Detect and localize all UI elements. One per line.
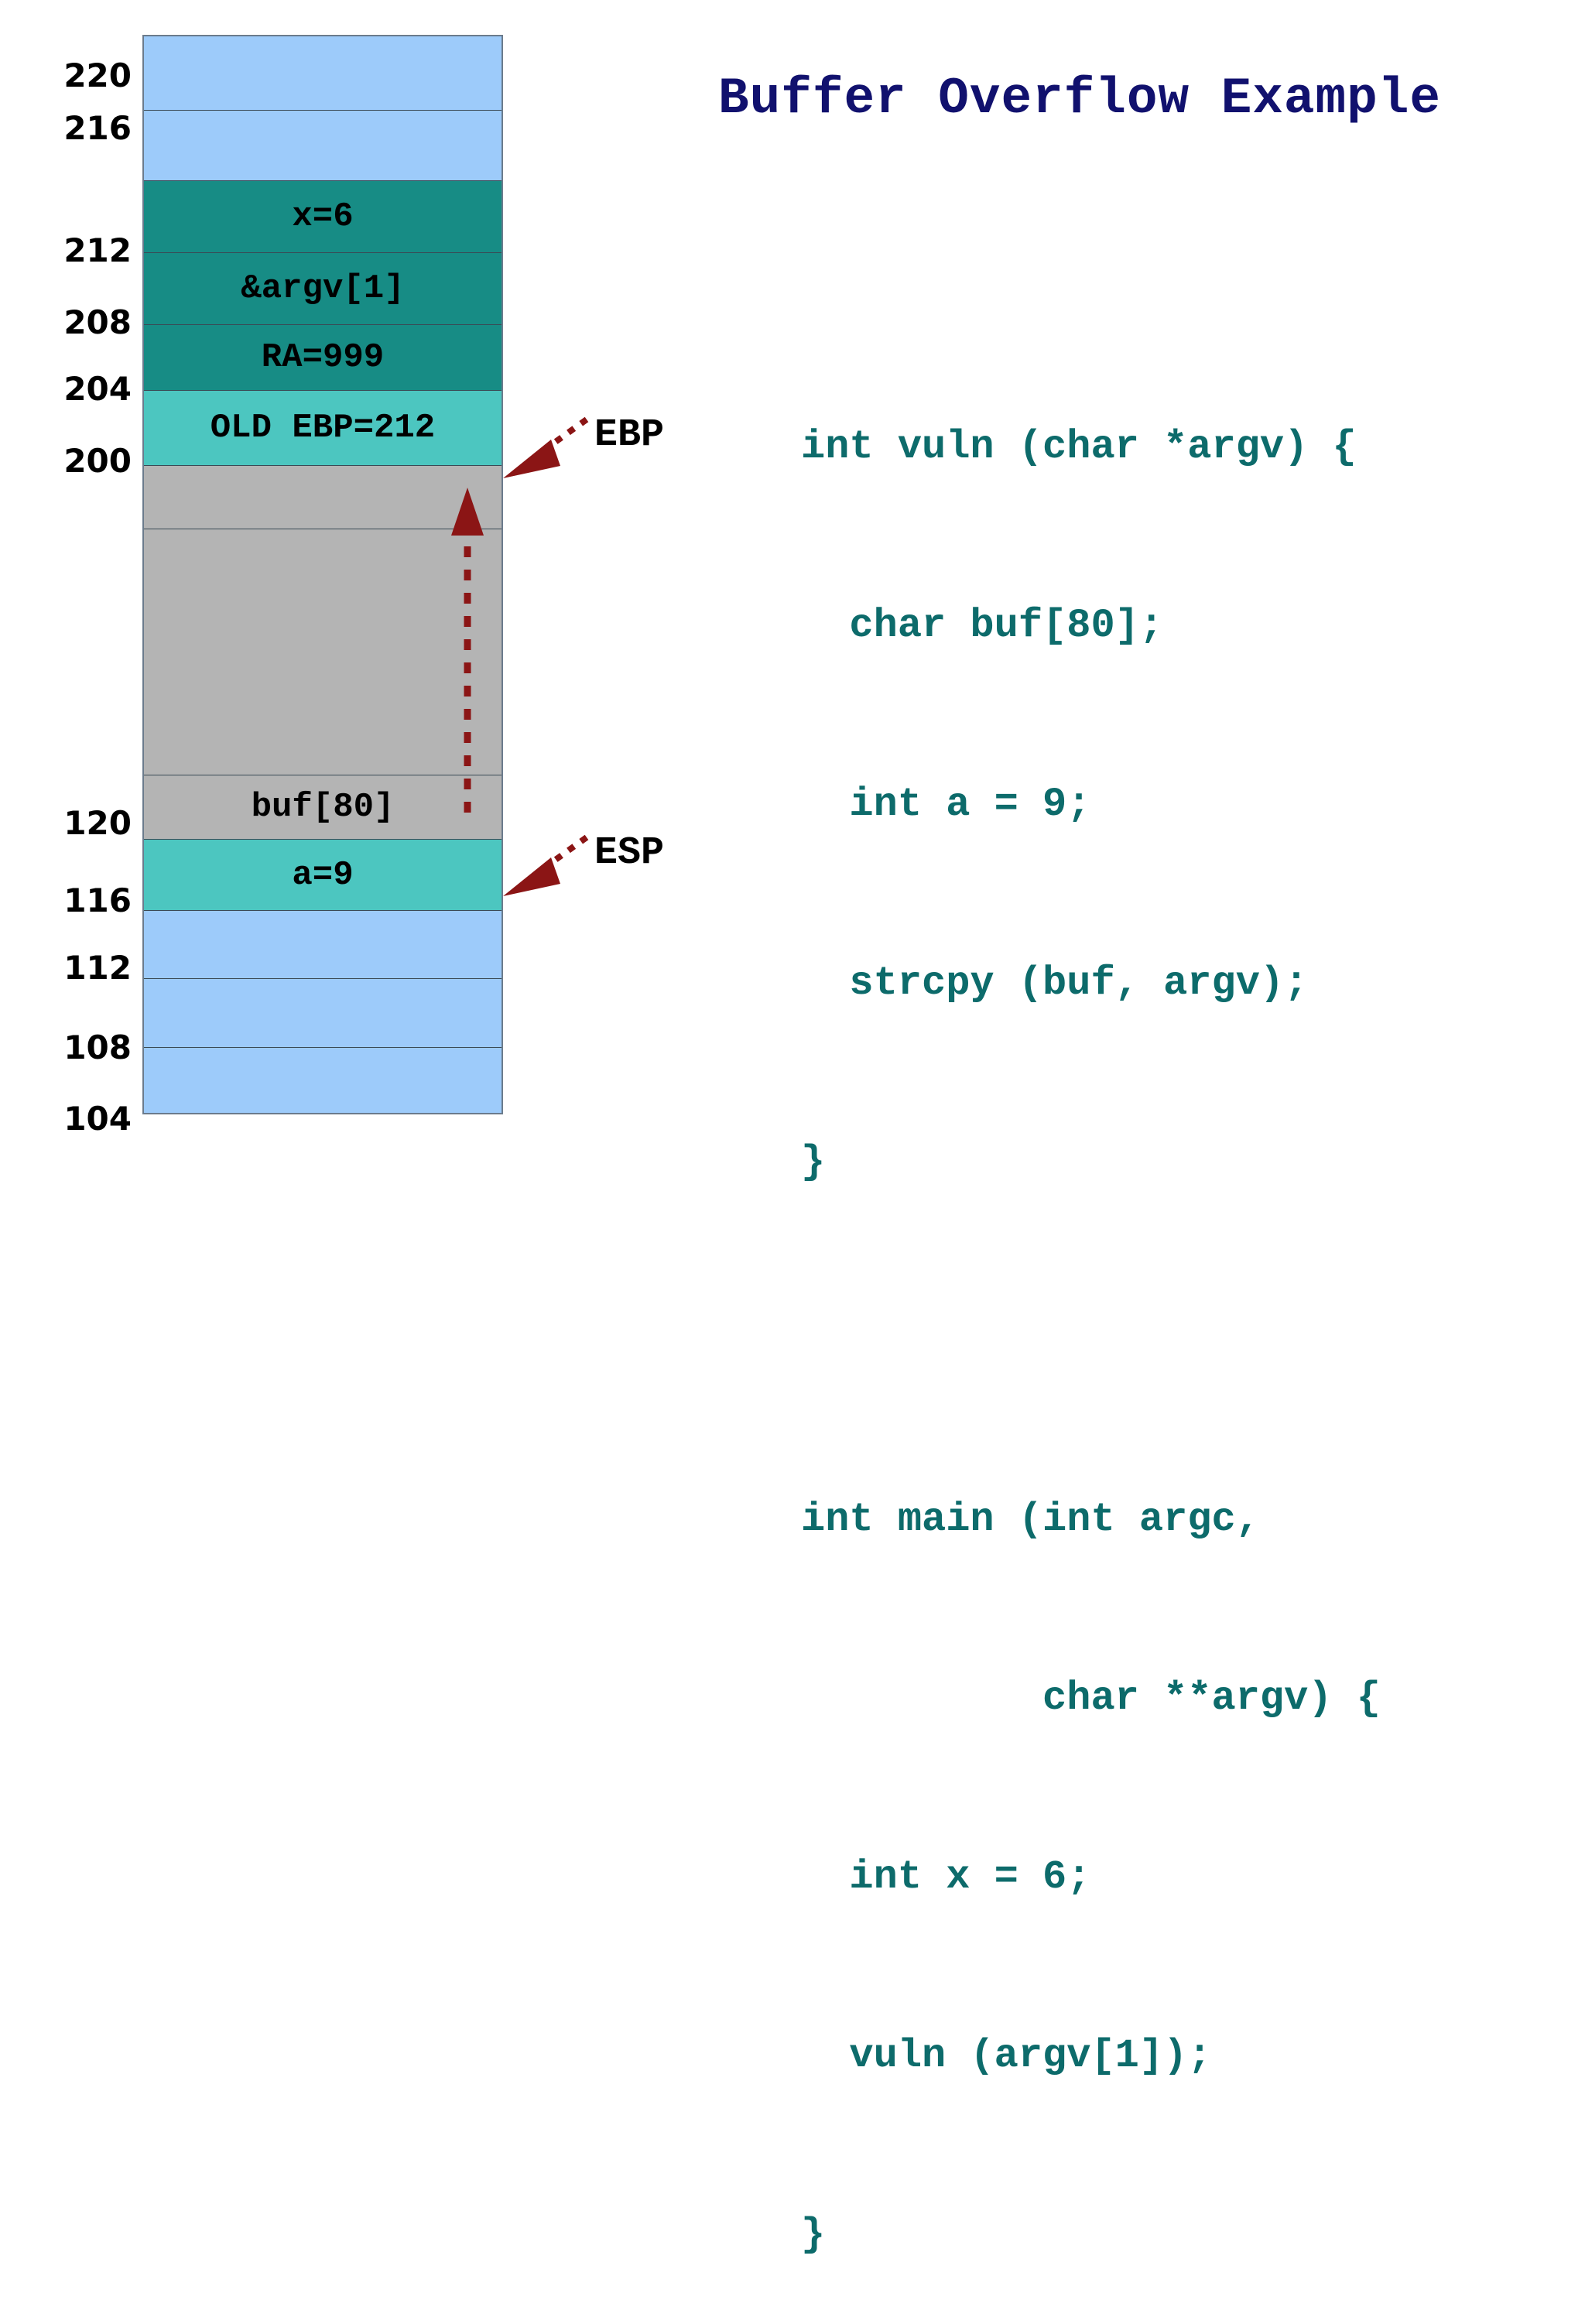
tick-label-112: 112 (63, 949, 132, 987)
code-line-2: char buf[80]; (801, 603, 1164, 649)
esp-pointer: ESP (503, 827, 720, 896)
tick-label-108: 108 (63, 1029, 132, 1066)
code-line-1: int vuln (char *argv) { (801, 424, 1357, 470)
stack-cell-blank-top-2 (144, 111, 502, 181)
address-axis: 220 216 212 208 204 200 120 116 112 108 … (15, 0, 132, 1188)
code-line-3: int a = 9; (801, 782, 1091, 827)
stack-cell-old-ebp: OLD EBP=212 (144, 391, 502, 466)
tick-label-208: 208 (63, 303, 132, 341)
stack-cell-blank-bot-2 (144, 979, 502, 1048)
stack-cell-buf: buf[80] (144, 775, 502, 840)
stack-cell-buffer-body (144, 529, 502, 775)
buffer-growth-arrow (451, 488, 484, 813)
stack-diagram: 220 216 212 208 204 200 120 116 112 108 … (0, 0, 664, 1188)
stack-cell-argv-ptr: &argv[1] (144, 253, 502, 325)
tick-label-212: 212 (63, 231, 132, 269)
tick-label-220: 220 (63, 56, 132, 94)
code-listing: int vuln (char *argv) { char buf[80]; in… (801, 298, 1381, 2324)
stack-cell-return-addr: RA=999 (144, 325, 502, 391)
stack-cell-blank-top-1 (144, 36, 502, 111)
ebp-label: EBP (594, 413, 665, 457)
code-line-10: vuln (argv[1]); (801, 2033, 1212, 2079)
tick-label-116: 116 (63, 881, 132, 919)
esp-label: ESP (594, 831, 665, 875)
stack-cell-buffer-pad (144, 466, 502, 529)
tick-label-200: 200 (63, 442, 132, 480)
stack-cell-blank-bot-3 (144, 1048, 502, 1113)
page-title: Buffer Overflow Example (718, 70, 1441, 128)
code-line-4: strcpy (buf, argv); (801, 960, 1309, 1006)
stack-cell-blank-bot-1 (144, 911, 502, 979)
tick-label-216: 216 (63, 109, 132, 147)
ebp-arrow-icon (503, 416, 589, 478)
code-line-11: } (801, 2212, 826, 2257)
tick-label-120: 120 (63, 804, 132, 842)
memory-column: x=6 &argv[1] RA=999 OLD EBP=212 buf[80] … (142, 35, 503, 1114)
code-line-7: int main (int argc, (801, 1497, 1260, 1542)
stack-cell-a: a=9 (144, 840, 502, 911)
code-line-6 (801, 1311, 1381, 1371)
esp-arrow-icon (503, 834, 589, 896)
code-line-8: char **argv) { (801, 1675, 1381, 1721)
code-line-9: int x = 6; (801, 1854, 1091, 1900)
stack-cell-x: x=6 (144, 181, 502, 253)
code-line-5: } (801, 1139, 826, 1185)
tick-label-204: 204 (63, 370, 132, 408)
ebp-pointer: EBP (503, 409, 720, 478)
tick-label-104: 104 (63, 1100, 132, 1138)
